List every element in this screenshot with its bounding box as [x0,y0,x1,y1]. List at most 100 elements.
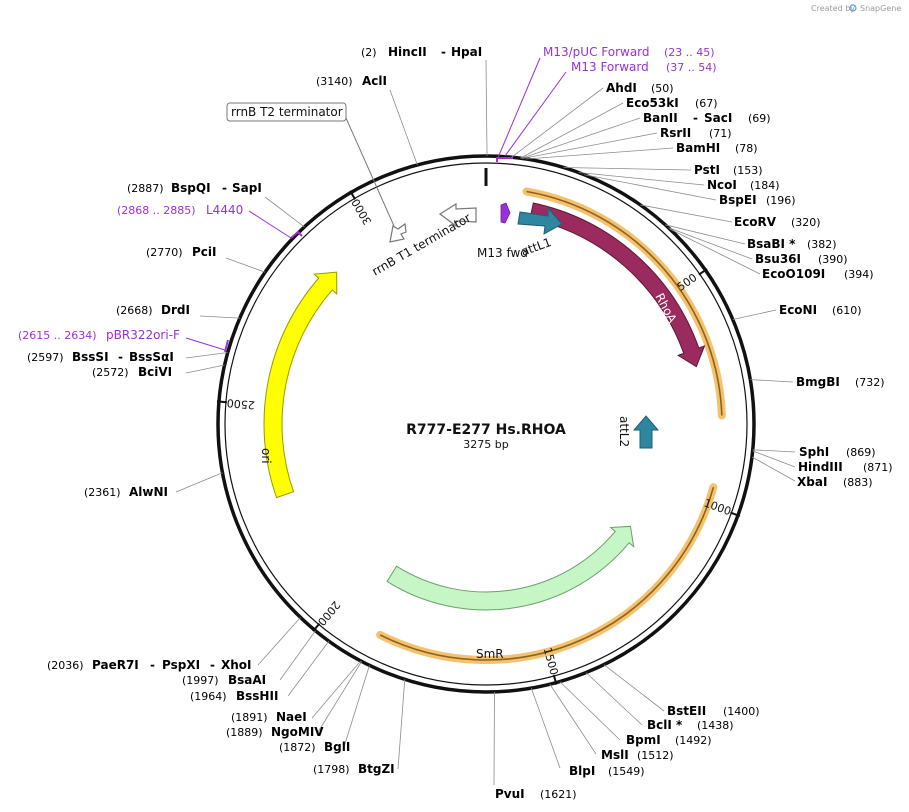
plasmid-name: R777-E277 Hs.RHOA [406,422,566,438]
enzyme-separator: - [693,111,698,125]
enzyme-pos: (1997) [182,674,219,687]
enzyme-bsteii[interactable]: BstEII [667,704,706,718]
tick-mark [216,400,227,404]
enzyme-bsssi[interactable]: BssSI [72,350,109,364]
enzyme-bamhi[interactable]: BamHI [676,141,720,155]
primer-m13-puc-forward[interactable]: M13/pUC Forward (23 .. 45) [496,45,715,162]
enzyme-banii[interactable]: BanII [643,111,678,125]
enzyme-paer7i[interactable]: PaeR7I [92,658,139,672]
enzyme-bsaai[interactable]: BsaAI [228,673,266,687]
feature-rrnb-t1-arrow[interactable] [438,202,477,228]
enzyme-pos: (390) [818,253,848,266]
enzyme-hindiii[interactable]: HindIII [798,460,843,474]
enzyme-eco53ki[interactable]: Eco53kI [626,96,679,110]
enzyme-pos: (67) [695,97,718,110]
enzyme-bspqi[interactable]: BspQI [171,181,211,195]
enzyme-bsu36i[interactable]: Bsu36I [755,252,801,266]
enzyme-pos: (2887) [127,182,164,195]
enzyme-bsssai[interactable]: BssSαI [129,350,174,364]
enzyme-pos: (50) [651,82,674,95]
enzyme-pvui[interactable]: PvuI [495,787,525,801]
snapgene-credit: Created by SnapGene [811,4,901,13]
feature-rrnb-t1-label: rrnB T1 terminator [370,211,474,279]
feature-attl1-arrow[interactable] [517,206,563,235]
enzyme-bcivi[interactable]: BciVI [138,365,172,379]
enzyme-ecoo109i[interactable]: EcoO109I [762,267,825,281]
enzyme-pos: (869) [846,446,876,459]
credit-text: Created by [811,4,855,13]
enzyme-xbai[interactable]: XbaI [797,475,827,489]
enzyme-psti[interactable]: PstI [694,163,720,177]
enzyme-pos: (184) [750,179,780,192]
primer-m13-forward[interactable]: M13 Forward (37 .. 54) [504,60,717,157]
feature-rrnb-t2-label: rrnB T2 terminator [231,105,343,119]
enzyme-bsabi[interactable]: BsaBI * [747,237,796,251]
enzyme-hpai[interactable]: HpaI [451,45,482,59]
enzyme-sphi[interactable]: SphI [799,445,829,459]
enzyme-pos: (78) [735,142,758,155]
enzyme-leader-line [669,228,761,275]
tick-mark [312,622,321,632]
feature-m13fwd-arrow[interactable] [500,202,511,224]
enzyme-leader-line [397,679,406,770]
primer-l4440[interactable]: (2868 .. 2885) L4440 [117,203,303,239]
enzyme-blpi[interactable]: BlpI [569,764,595,778]
credit-brand: SnapGene [860,4,901,13]
enzyme-pos: (153) [733,164,763,177]
enzyme-separator: - [118,350,123,364]
enzyme-bpmi[interactable]: BpmI [626,733,661,747]
enzyme-leader-line [530,688,561,769]
enzyme-leader-line [311,660,362,719]
enzyme-leader-line [665,224,746,245]
enzyme-msli[interactable]: MslI [601,748,629,762]
enzyme-leader-line [520,102,624,159]
enzyme-acli[interactable]: AclI [362,74,387,88]
rrnb-t2-box [226,102,347,122]
enzyme-leader-line [185,352,228,359]
primer-label: L4440 [206,203,243,217]
enzyme-naei[interactable]: NaeI [276,710,307,724]
enzyme-bmgbi[interactable]: BmgBI [796,375,840,389]
tick-label: 3000 [349,196,374,227]
enzyme-ngomiv[interactable]: NgoMIV [271,725,324,739]
enzyme-pos: (1891) [231,711,268,724]
enzyme-leader-line [525,147,674,160]
enzyme-hincii[interactable]: HincII [388,45,427,59]
backbone-inner-circle [224,162,748,686]
enzyme-rsrii[interactable]: RsrII [660,126,691,140]
enzyme-saci[interactable]: SacI [704,111,732,125]
feature-smr-arrow[interactable] [386,525,635,611]
backbone-outer-circle [216,154,756,694]
enzyme-leader-line [521,117,641,159]
enzyme-pcii[interactable]: PciI [192,245,217,259]
feature-attl2-arrow[interactable] [632,415,660,449]
enzyme-alwni[interactable]: AlwNI [129,485,168,499]
enzyme-bcli[interactable]: BclI * [647,718,683,732]
enzyme-econi[interactable]: EcoNI [779,303,817,317]
enzyme-pspxi[interactable]: PspXI [162,658,200,672]
enzyme-ncoi[interactable]: NcoI [707,178,737,192]
enzyme-separator: - [222,181,227,195]
enzyme-btgzi[interactable]: BtgZI [358,762,395,776]
feature-rrnb-t2-arrow[interactable] [389,222,407,243]
enzyme-bgli[interactable]: BglI [324,740,350,754]
enzyme-leader-line [287,640,330,697]
enzyme-leader-line [257,617,301,666]
enzyme-xhoi[interactable]: XhoI [221,658,252,672]
enzyme-sapi[interactable]: SapI [232,181,262,195]
enzyme-bsshii[interactable]: BssHII [236,689,278,703]
primer-pos: (2615 .. 2634) [18,329,97,342]
enzyme-ecorv[interactable]: EcoRV [734,215,777,229]
enzyme-drdi[interactable]: DrdI [161,303,190,317]
primer-pbr322ori-f[interactable]: (2615 .. 2634) pBR322ori-F [18,328,229,353]
enzyme-pos: (2597) [27,351,64,364]
enzyme-leader-line [522,132,658,159]
feature-ori-arrow[interactable] [263,271,338,499]
enzyme-pos: (1964) [190,690,227,703]
enzyme-leader-line [563,167,692,171]
enzyme-bspei[interactable]: BspEI [719,193,757,207]
orf-arcs [376,187,726,664]
enzyme-pos: (610) [832,304,862,317]
feature-m13fwd-label: M13 fwd [477,246,528,260]
enzyme-ahdi[interactable]: AhdI [606,81,637,95]
